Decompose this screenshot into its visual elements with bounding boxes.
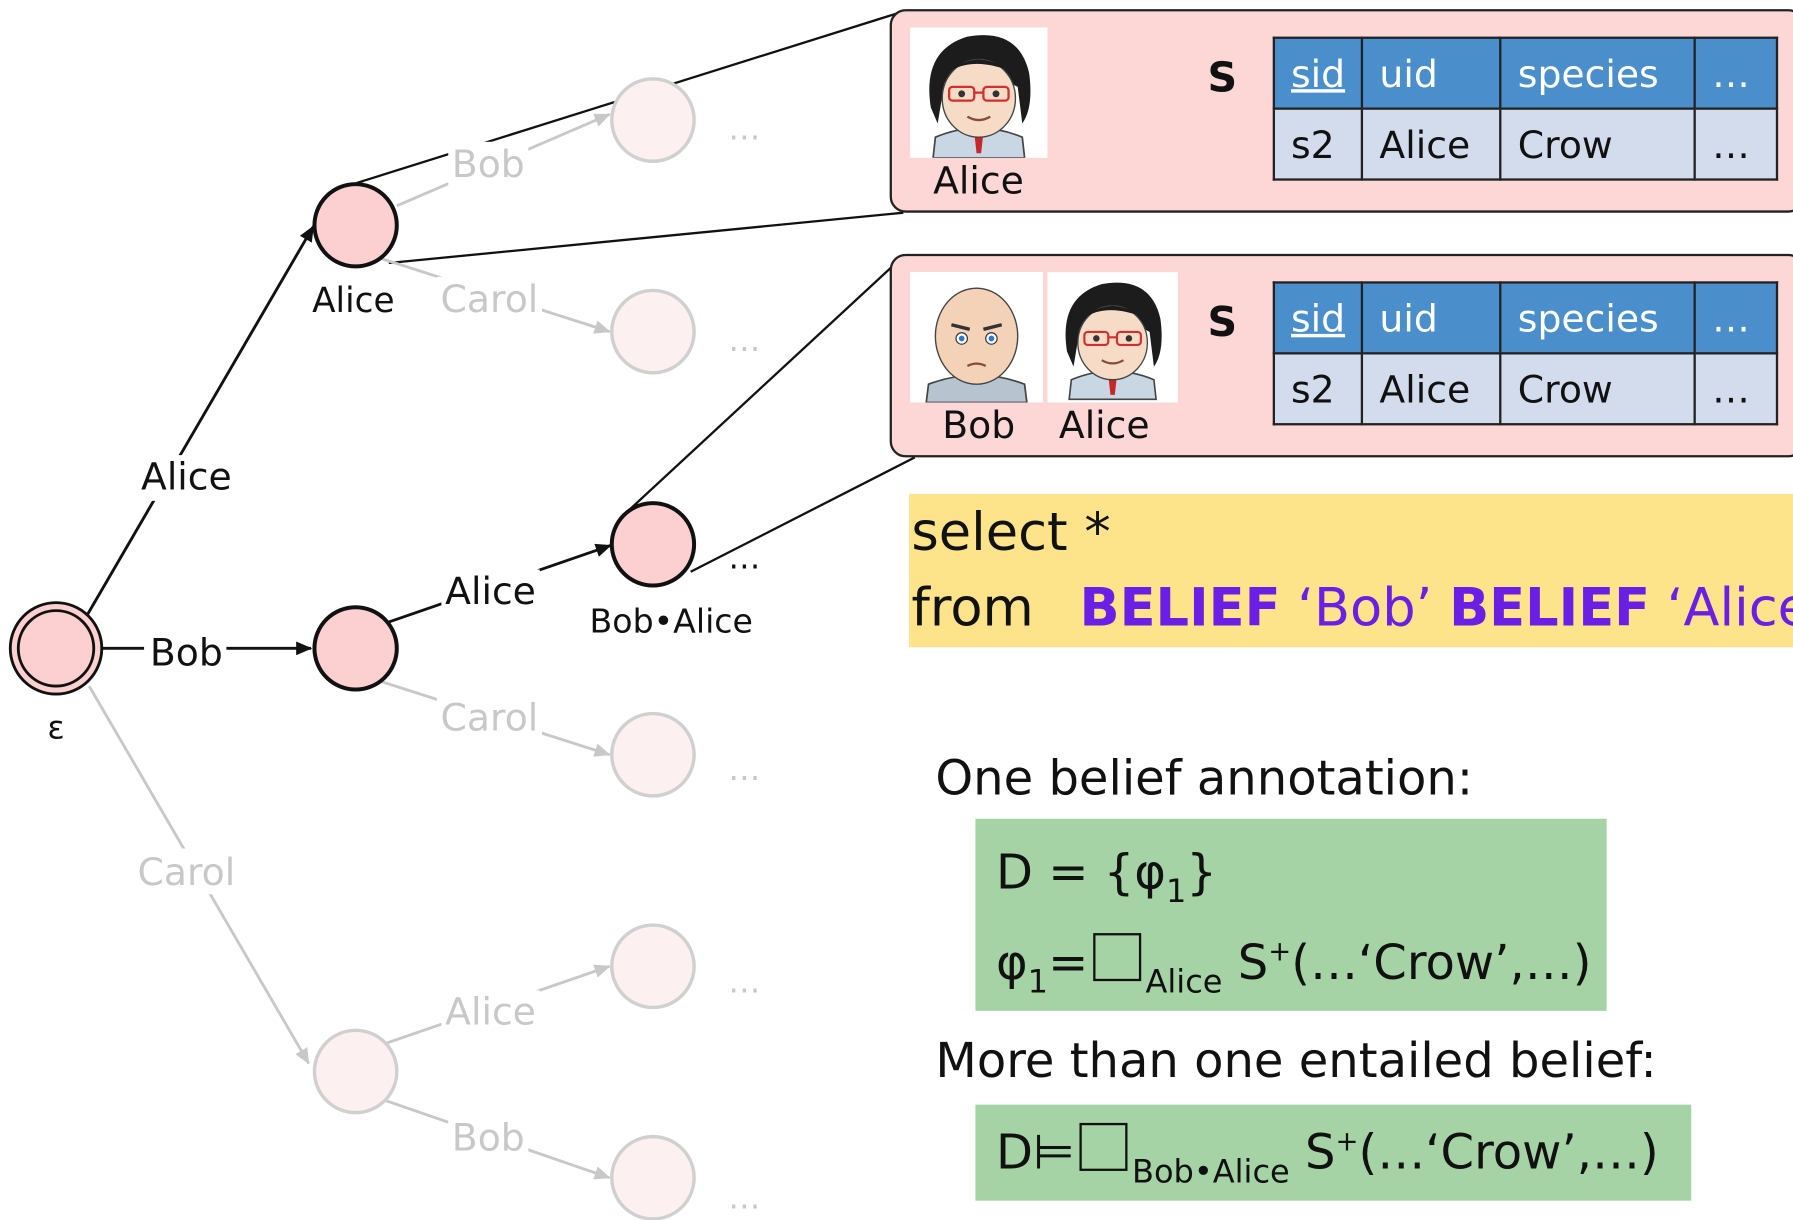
subscript: 1 <box>1027 962 1049 1001</box>
phi-formula: φ1= Alice S+(…‘Crow’,…) <box>995 933 1592 1001</box>
edge-label-carol-alice: Alice <box>445 990 536 1034</box>
relation-name: S <box>1207 299 1238 347</box>
belief-query: select * from BELIEF ‘Bob’ BELIEF ‘Alice’… <box>909 493 1793 648</box>
d-set-text: D = {φ <box>995 843 1166 900</box>
node-label-alice: Alice <box>312 281 394 321</box>
ellipsis: … <box>728 110 760 148</box>
table-header-cell: uid <box>1361 281 1502 355</box>
table-row: s2 Alice Crow … <box>1272 107 1779 181</box>
d-set-formula: D = {φ1} <box>996 844 1217 910</box>
belief-keyword: BELIEF <box>1449 576 1651 639</box>
table-cell: s2 <box>1272 352 1364 426</box>
table-header-cell: … <box>1693 281 1779 355</box>
phi-symbol: φ <box>995 934 1028 991</box>
entailed-belief-heading: More than one entailed belief: <box>935 1032 1657 1089</box>
panel-alice-belief: Alice S sid uid species … s2 Alice Crow … <box>889 9 1793 213</box>
table-cell: Alice <box>1361 107 1502 181</box>
node-carol <box>312 1028 399 1115</box>
edge-label-bob-carol: Carol <box>441 696 539 740</box>
box-modality-icon <box>1092 933 1141 982</box>
query-agent: ‘Bob’ <box>1297 576 1433 639</box>
alice-avatar-icon <box>1047 272 1178 403</box>
relation-table: sid uid species … s2 Alice Crow … <box>1272 281 1779 426</box>
ellipsis: … <box>728 963 760 1001</box>
subscript: 1 <box>1165 872 1187 911</box>
table-header-cell: species <box>1499 281 1697 355</box>
node-carol-bob <box>610 1134 696 1220</box>
edge-alice <box>84 225 315 619</box>
relation-symbol: S <box>1305 1124 1336 1181</box>
table-cell: … <box>1693 107 1779 181</box>
table-cell: Crow <box>1499 352 1697 426</box>
edge-label-bob: Bob <box>150 631 223 675</box>
table-cell: Alice <box>1361 352 1502 426</box>
entails-icon: ⊨ <box>1032 1124 1075 1181</box>
table-row: s2 Alice Crow … <box>1272 352 1779 426</box>
table-header-cell: sid <box>1272 36 1364 110</box>
entailment-formula: D⊨ Bob•Alice S+(…‘Crow’,…) <box>995 1122 1659 1191</box>
d-symbol: D <box>995 1124 1033 1181</box>
modality-agent: Alice <box>1145 962 1223 1001</box>
relation-symbol: S <box>1237 934 1269 991</box>
edge-label-alice: Alice <box>141 454 232 498</box>
belief-keyword: BELIEF <box>1079 576 1281 639</box>
equals-sign: = <box>1048 934 1089 991</box>
root-node <box>16 609 96 688</box>
ellipsis: … <box>728 750 760 788</box>
alice-avatar-caption: Alice <box>1058 402 1150 448</box>
table-cell: s2 <box>1272 107 1364 181</box>
node-carol-alice <box>610 923 696 1010</box>
relation-table: sid uid species … s2 Alice Crow … <box>1272 36 1779 181</box>
edge-label-alice-carol: Carol <box>441 277 539 321</box>
edge-label-carol: Carol <box>138 850 236 894</box>
node-bob-alice <box>609 501 697 588</box>
box-modality-icon <box>1079 1122 1128 1171</box>
panel-bob-alice-belief: Bob Alice S sid uid species … s2 Alice C… <box>889 253 1793 458</box>
node-bob <box>312 605 399 692</box>
superscript: + <box>1335 1125 1359 1158</box>
table-header-row: sid uid species … <box>1272 36 1779 110</box>
alice-avatar-caption: Alice <box>933 157 1024 203</box>
bob-avatar-icon <box>910 272 1043 403</box>
relation-args: (…‘Crow’,…) <box>1358 1124 1659 1181</box>
table-header-cell: species <box>1499 36 1697 110</box>
bob-avatar-caption: Bob <box>942 402 1016 448</box>
ellipsis: … <box>728 1179 760 1217</box>
node-alice-bob <box>610 77 696 163</box>
modality-agent: Bob•Alice <box>1131 1152 1290 1191</box>
table-header-cell: uid <box>1361 36 1502 110</box>
one-belief-heading: One belief annotation: <box>935 750 1474 807</box>
edge-label-carol-bob: Bob <box>452 1115 525 1159</box>
node-alice-carol <box>610 288 696 375</box>
relation-name: S <box>1207 54 1238 102</box>
edge-label-alice-bob: Bob <box>452 142 525 186</box>
table-header-cell: sid <box>1272 281 1364 355</box>
root-label: ε <box>47 709 64 747</box>
annotation-formula-box: D = {φ1} φ1=Alice S+(…‘Crow’,…) <box>975 818 1607 1011</box>
node-alice <box>312 182 399 269</box>
ellipsis: … <box>728 538 760 576</box>
edge-label-bob-alice: Alice <box>445 569 536 613</box>
ellipsis: … <box>728 321 760 359</box>
node-bob-carol <box>610 711 696 798</box>
tree-nodes <box>8 77 697 1220</box>
table-header-cell: … <box>1693 36 1779 110</box>
query-from-keyword: from <box>911 576 1034 639</box>
d-set-close: } <box>1186 843 1217 900</box>
table-cell: … <box>1693 352 1779 426</box>
superscript: + <box>1268 935 1292 968</box>
node-label-bob-alice: Bob•Alice <box>590 601 753 640</box>
relation-args: (…‘Crow’,…) <box>1291 934 1592 991</box>
query-line-select: select * <box>911 500 1111 563</box>
query-agent: ‘Alice’ <box>1666 576 1793 639</box>
table-header-row: sid uid species … <box>1272 281 1779 355</box>
alice-avatar-icon <box>910 27 1048 158</box>
table-cell: Crow <box>1499 107 1697 181</box>
entailment-formula-box: D⊨ Bob•Alice S+(…‘Crow’,…) <box>975 1104 1692 1201</box>
